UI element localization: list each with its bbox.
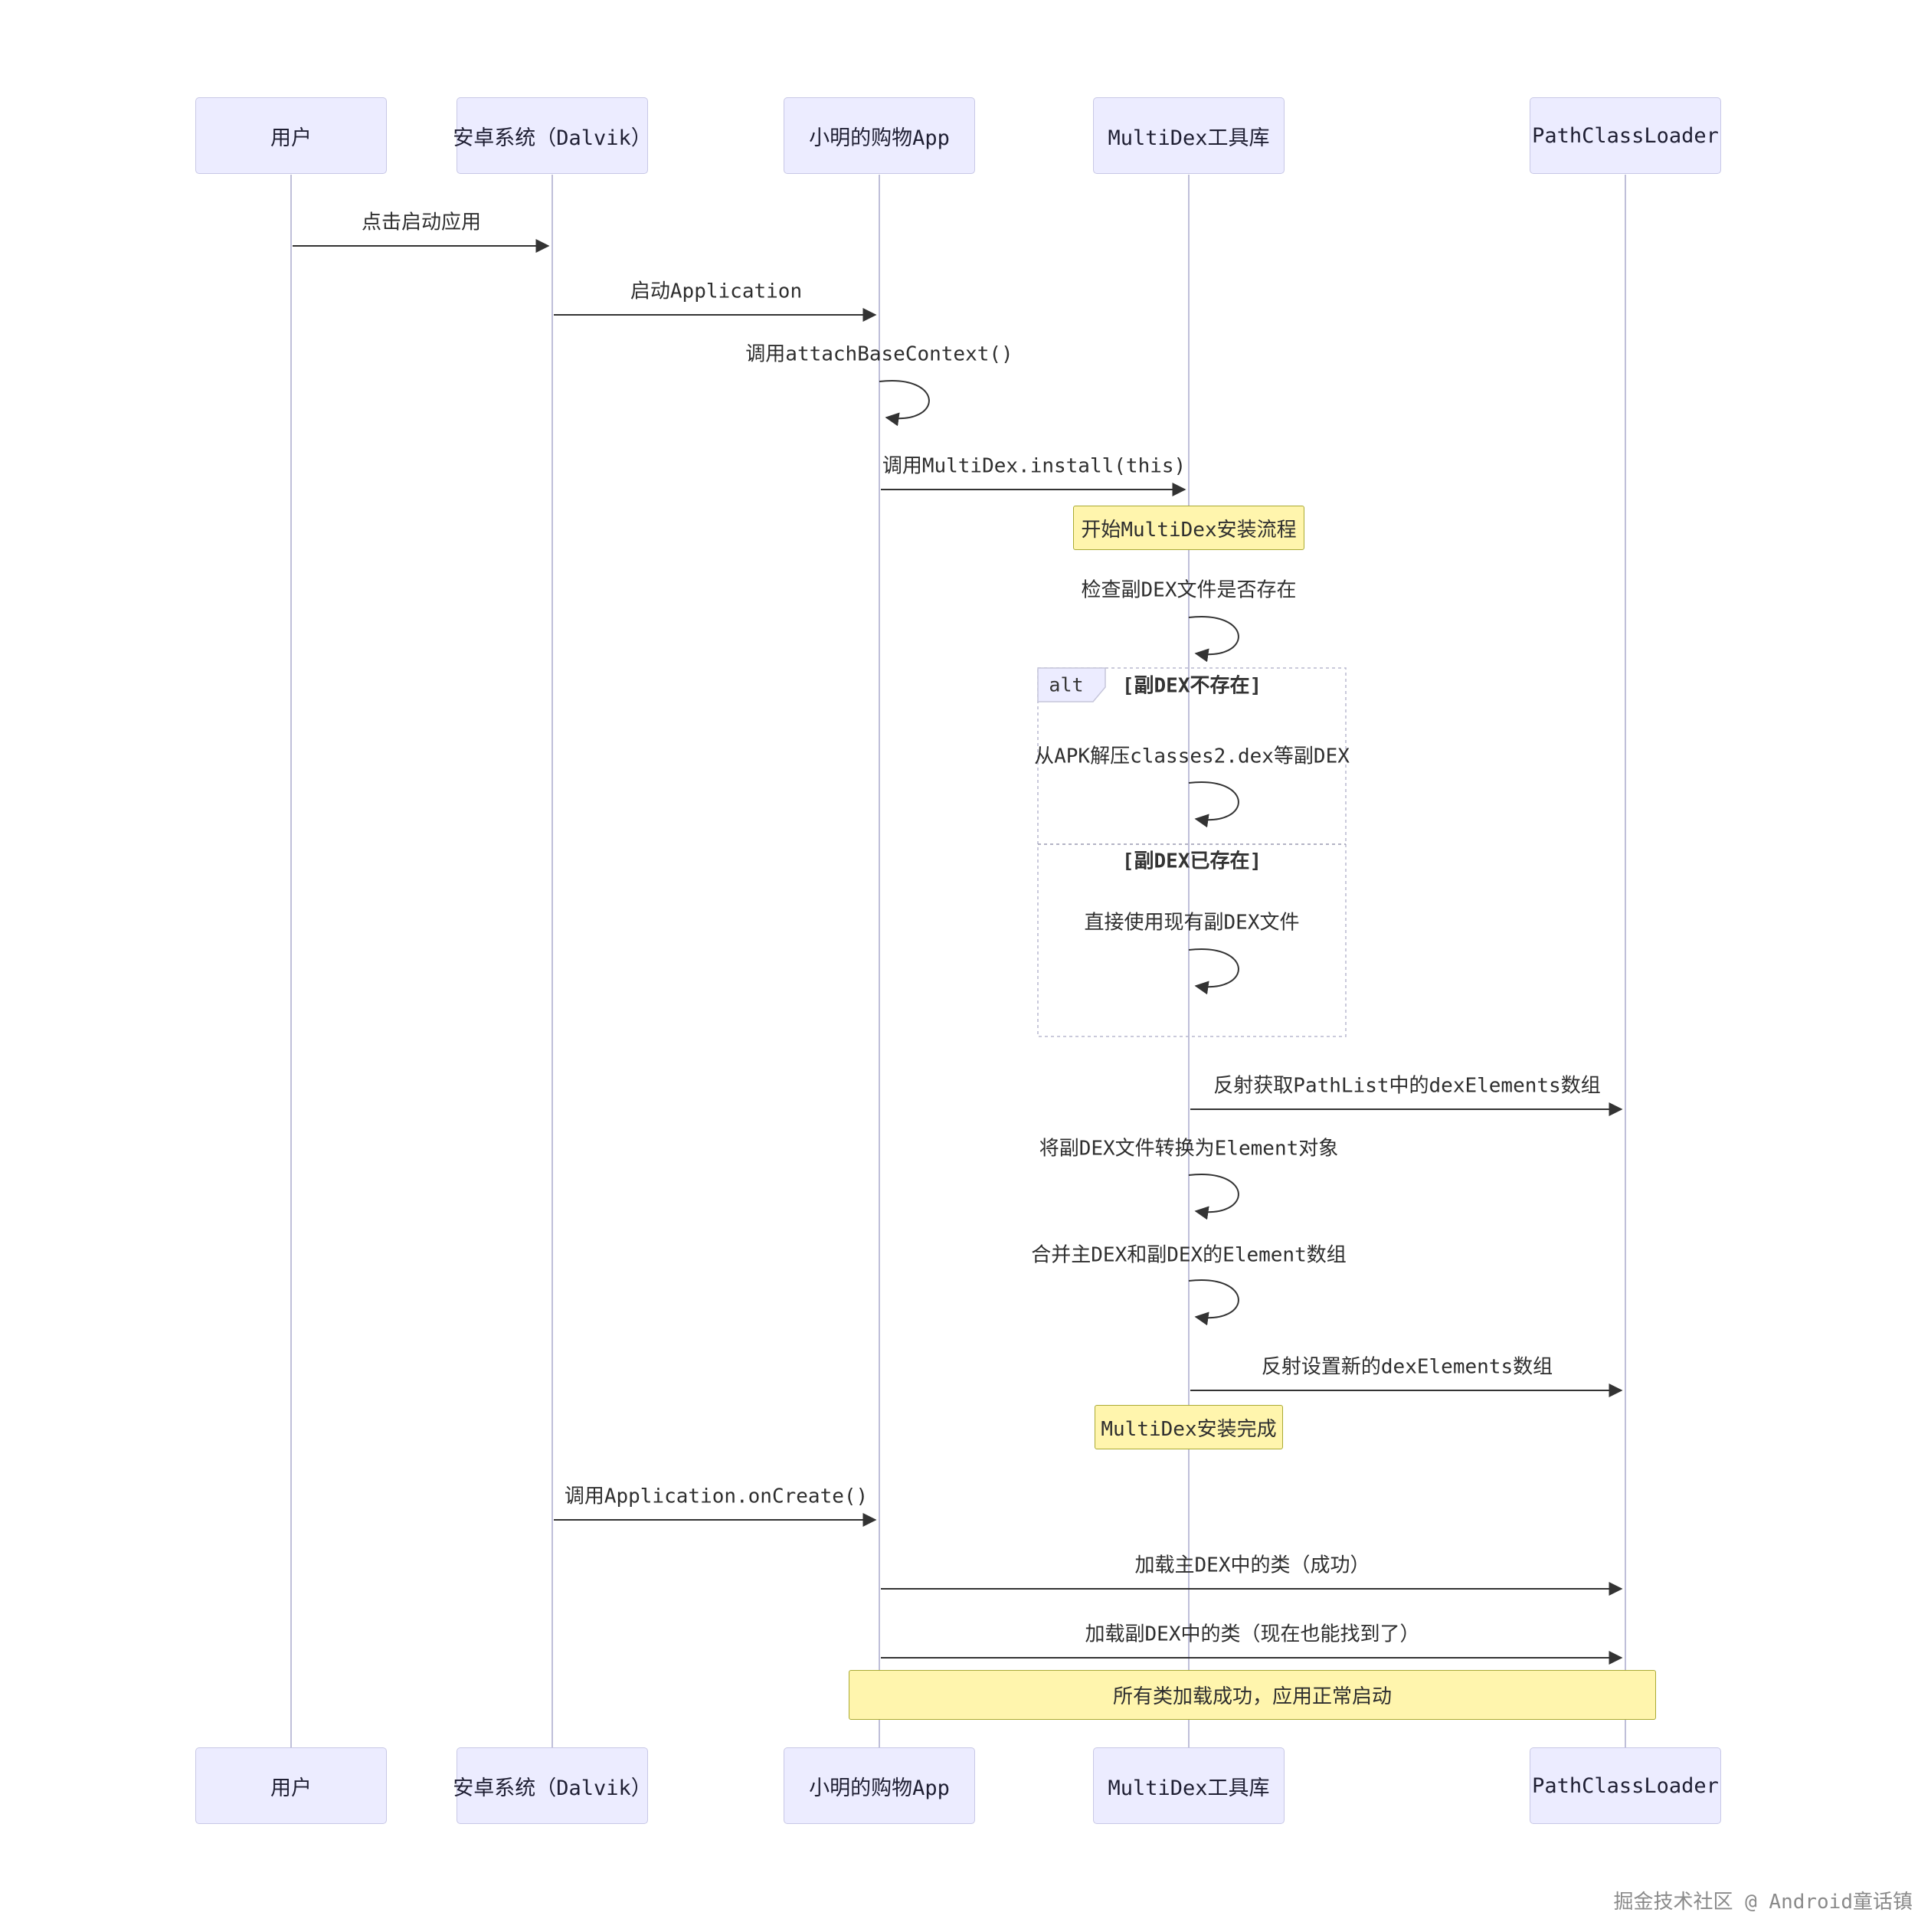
actor-label: 小明的购物App — [809, 1776, 950, 1800]
actor-bottom-multidex-lib: MultiDex工具库 — [1093, 1747, 1285, 1824]
message-11-label: 调用Application.onCreate() — [564, 1485, 869, 1508]
actor-label: PathClassLoader — [1532, 123, 1719, 148]
actor-label: MultiDex工具库 — [1108, 1776, 1270, 1800]
message-7-label: 反射获取PathList中的dexElements数组 — [1213, 1074, 1601, 1098]
message-0-label: 点击启动应用 — [361, 211, 482, 234]
message-6-label: 直接使用现有副DEX文件 — [1084, 911, 1300, 935]
message-9-label: 合并主DEX和副DEX的Element数组 — [1031, 1243, 1347, 1267]
actor-top-multidex-lib: MultiDex工具库 — [1093, 97, 1285, 174]
message-2-self-loop — [879, 380, 930, 427]
message-13-label: 加载副DEX中的类（现在也能找到了） — [1085, 1623, 1420, 1646]
actor-top-user: 用户 — [195, 97, 387, 174]
actor-top-path-class-loader: PathClassLoader — [1530, 97, 1721, 174]
actor-label: MultiDex工具库 — [1108, 126, 1270, 150]
note-install-done: MultiDex安装完成 — [1095, 1405, 1283, 1449]
message-5-label: 从APK解压classes2.dex等副DEX — [1034, 745, 1350, 768]
actor-label: 用户 — [270, 126, 312, 150]
alt-frame — [1037, 667, 1347, 1037]
message-2-label: 调用attachBaseContext() — [745, 342, 1013, 366]
actor-top-shopping-app: 小明的购物App — [784, 97, 975, 174]
message-10-label: 反射设置新的dexElements数组 — [1261, 1355, 1553, 1379]
actor-label: PathClassLoader — [1532, 1773, 1719, 1798]
alt-condition-2: [副DEX已存在] — [1121, 850, 1262, 873]
actor-bottom-shopping-app: 小明的购物App — [784, 1747, 975, 1824]
actor-top-android-system: 安卓系统（Dalvik） — [453, 97, 652, 174]
message-4-self-loop — [1188, 616, 1239, 663]
message-3-label: 调用MultiDex.install(this) — [882, 454, 1186, 478]
message-9-self-loop — [1188, 1279, 1239, 1326]
alt-label-tab — [1037, 667, 1106, 702]
message-6-self-loop — [1188, 948, 1239, 995]
message-12-label: 加载主DEX中的类（成功） — [1134, 1554, 1370, 1577]
message-8-label: 将副DEX文件转换为Element对象 — [1039, 1137, 1339, 1161]
alt-label: alt — [1049, 673, 1084, 696]
actor-bottom-android-system: 安卓系统（Dalvik） — [453, 1747, 652, 1824]
message-1-label: 启动Application — [630, 280, 803, 303]
note-install-start: 开始MultiDex安装流程 — [1073, 506, 1304, 550]
message-5-self-loop — [1188, 781, 1239, 828]
alt-condition-1: [副DEX不存在] — [1121, 674, 1262, 698]
actor-label: 安卓系统（Dalvik） — [453, 126, 652, 150]
message-8-self-loop — [1188, 1174, 1239, 1220]
actor-bottom-user: 用户 — [195, 1747, 387, 1824]
actor-bottom-path-class-loader: PathClassLoader — [1530, 1747, 1721, 1824]
actor-label: 小明的购物App — [809, 126, 950, 150]
note-all-classes-loaded: 所有类加载成功，应用正常启动 — [849, 1670, 1656, 1720]
actor-label: 安卓系统（Dalvik） — [453, 1776, 652, 1800]
watermark-credit: 掘金技术社区 @ Android童话镇 — [1613, 1891, 1913, 1914]
actor-label: 用户 — [270, 1776, 312, 1800]
message-4-label: 检查副DEX文件是否存在 — [1081, 578, 1297, 602]
